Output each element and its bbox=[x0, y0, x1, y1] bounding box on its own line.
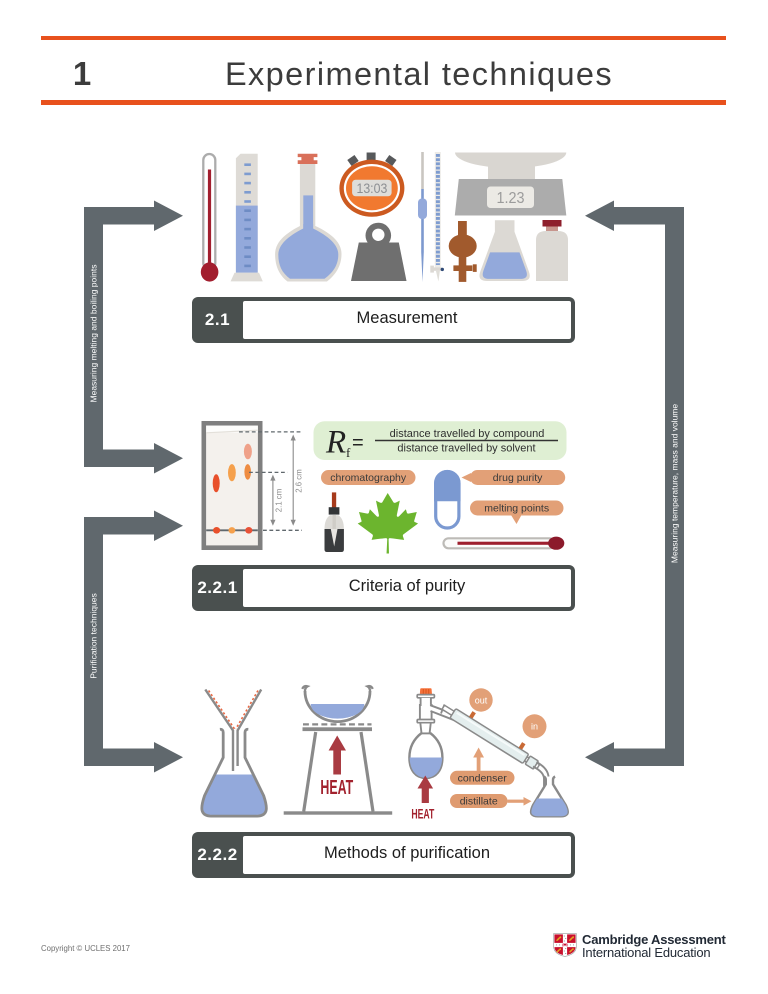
svg-text:distillate: distillate bbox=[460, 796, 498, 808]
svg-text:f: f bbox=[346, 445, 351, 460]
svg-text:1.23: 1.23 bbox=[496, 189, 524, 207]
svg-text:distance travelled by compound: distance travelled by compound bbox=[390, 428, 545, 440]
svg-text:distance travelled by solvent: distance travelled by solvent bbox=[397, 443, 535, 455]
svg-text:Measuring melting and boiling: Measuring melting and boiling points bbox=[89, 265, 99, 403]
svg-text:=: = bbox=[352, 432, 364, 454]
svg-text:2.6 cm: 2.6 cm bbox=[295, 469, 304, 492]
svg-text:13:03: 13:03 bbox=[356, 180, 387, 196]
svg-text:Measuring temperature, mass an: Measuring temperature, mass and volume bbox=[670, 404, 680, 563]
svg-text:R: R bbox=[325, 425, 346, 461]
svg-text:melting points: melting points bbox=[484, 503, 549, 515]
svg-text:condenser: condenser bbox=[458, 772, 508, 784]
svg-text:HEAT: HEAT bbox=[320, 776, 353, 799]
svg-text:out: out bbox=[475, 695, 488, 705]
svg-text:HEAT: HEAT bbox=[411, 806, 434, 822]
svg-text:2.1 cm: 2.1 cm bbox=[275, 489, 284, 512]
svg-text:Purification techniques: Purification techniques bbox=[89, 593, 99, 679]
svg-text:drug purity: drug purity bbox=[493, 472, 543, 484]
svg-text:in: in bbox=[531, 722, 538, 732]
svg-text:chromatography: chromatography bbox=[330, 472, 407, 484]
